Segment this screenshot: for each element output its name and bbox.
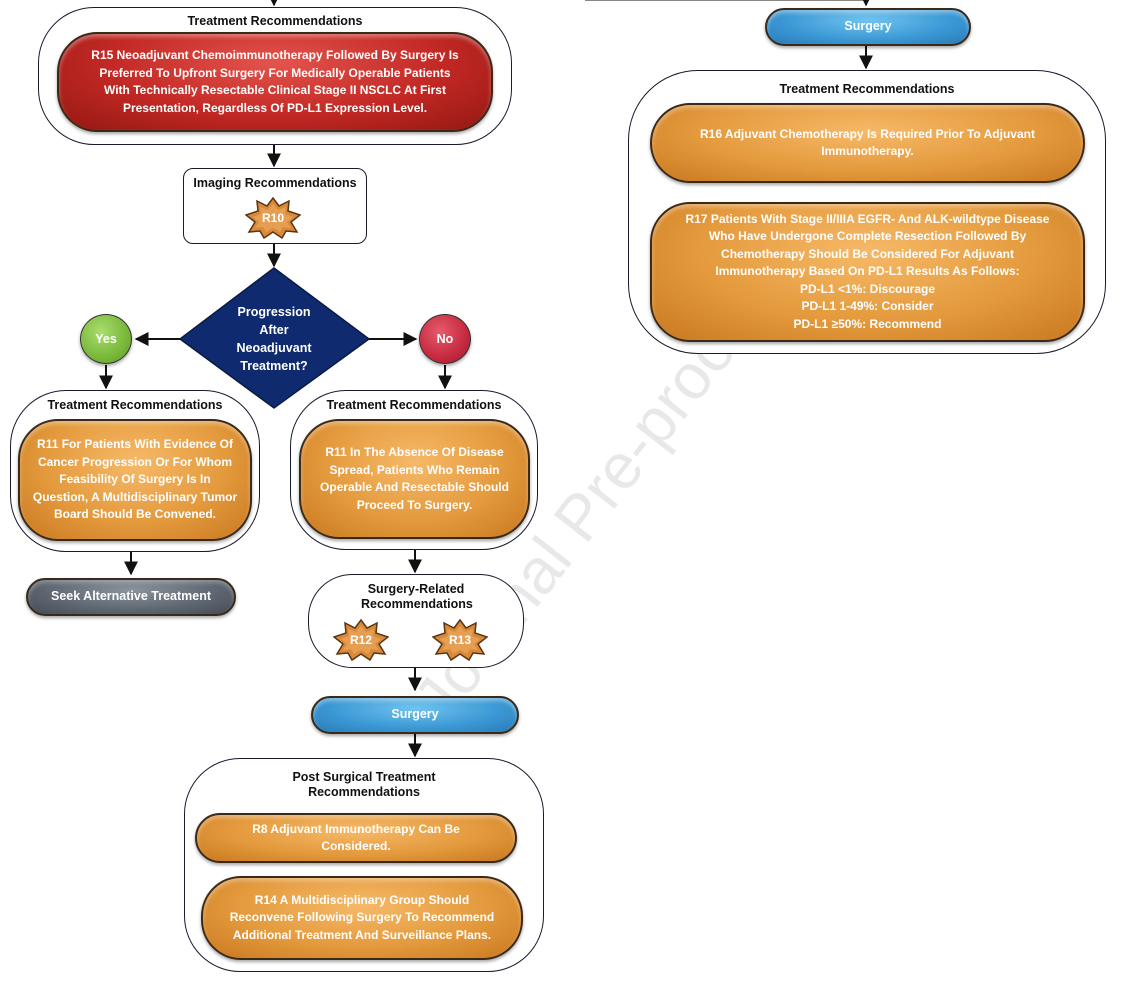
r14-pill: R14 A Multidisciplinary Group Should Rec… — [201, 876, 523, 960]
r17-line-2: PD-L1 1-49%: Consider — [801, 299, 934, 314]
r17-pill: R17 Patients With Stage II/IIIA EGFR- An… — [650, 202, 1085, 342]
star-icon — [332, 618, 390, 662]
post-surgical-title: Post Surgical Treatment Recommendations — [292, 770, 436, 799]
star-icon — [431, 618, 489, 662]
r11-proceed-pill: R11 In The Absence Of Disease Spread, Pa… — [299, 419, 530, 539]
r13-label: R13 — [448, 633, 471, 647]
seek-alternative-node: Seek Alternative Treatment — [26, 578, 236, 616]
r17-line-1: PD-L1 <1%: Discourage — [799, 281, 936, 296]
yes-container-title: Treatment Recommendations — [47, 398, 223, 412]
decision-diamond — [178, 267, 371, 409]
surgery-related-title: Surgery-Related Recommendations — [361, 582, 473, 611]
surgery-related-container: Surgery-Related Recommendations — [308, 574, 524, 668]
r8-pill: R8 Adjuvant Immunotherapy Can Be Conside… — [195, 813, 517, 863]
r10-badge: R10 — [244, 196, 302, 240]
imaging-container-title: Imaging Recommendations — [193, 176, 357, 190]
r12-label: R12 — [349, 633, 372, 647]
r11-progression-pill: R11 For Patients With Evidence Of Cancer… — [18, 419, 252, 541]
r15-container-title: Treatment Recommendations — [187, 14, 363, 28]
no-node: No — [419, 314, 471, 364]
surgery-node-right: Surgery — [765, 8, 971, 46]
right-treatment-title: Treatment Recommendations — [779, 82, 955, 96]
no-container-title: Treatment Recommendations — [326, 398, 502, 412]
r15-pill: R15 Neoadjuvant Chemoimmunotherapy Follo… — [57, 32, 493, 132]
r13-badge: R13 — [431, 618, 489, 662]
star-icon — [244, 196, 302, 240]
yes-node: Yes — [80, 314, 132, 364]
r12-badge: R12 — [332, 618, 390, 662]
r16-pill: R16 Adjuvant Chemotherapy Is Required Pr… — [650, 103, 1085, 183]
surgery-node-left: Surgery — [311, 696, 519, 734]
r17-intro: R17 Patients With Stage II/IIIA EGFR- An… — [685, 211, 1050, 279]
r17-line-3: PD-L1 ≥50%: Recommend — [793, 316, 942, 331]
r10-label: R10 — [261, 211, 284, 225]
decision-label: Progression After Neoadjuvant Treatment? — [236, 305, 312, 373]
